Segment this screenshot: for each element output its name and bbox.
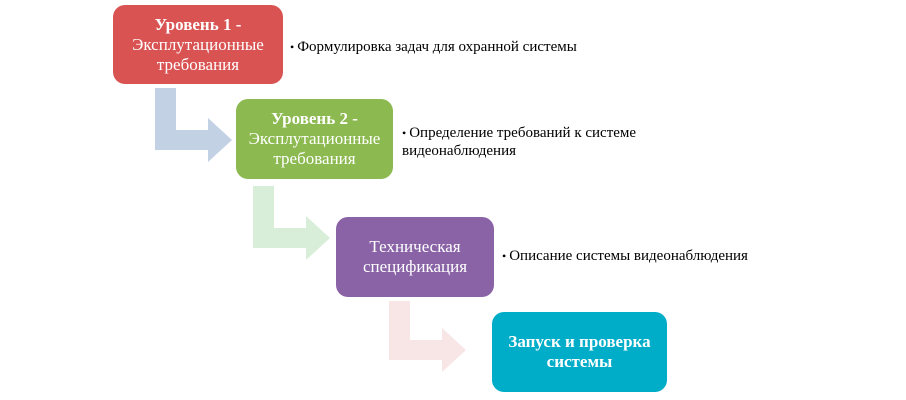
arrow-2-to-3: [253, 186, 330, 260]
step-4-box: Запуск и проверка системы: [492, 312, 667, 392]
step-1-title: Уровень 1 -: [154, 14, 242, 34]
step-4-title: Запуск и проверка системы: [508, 332, 651, 371]
bullet-icon: •: [502, 249, 507, 263]
step-1-box: Уровень 1 - Эксплутационные требования: [113, 5, 283, 84]
arrow-3-to-4: [389, 301, 466, 372]
bullet-icon: •: [402, 126, 407, 140]
step-2-subtitle: Эксплутационные требования: [248, 129, 381, 168]
step-1-subtitle: Эксплутационные требования: [132, 34, 264, 74]
step-2-note: •Определение требований к системе видеон…: [402, 124, 692, 160]
bullet-icon: •: [290, 40, 295, 54]
step-2-box: Уровень 2 - Эксплутационные требования: [236, 99, 393, 179]
step-2-note-text: Определение требований к системе видеона…: [402, 125, 637, 159]
step-1-note-text: Формулировка задач для охранной системы: [297, 39, 577, 55]
step-3-title: Техническая спецификация: [362, 237, 468, 276]
step-3-note: •Описание системы видеонаблюдения: [502, 247, 748, 265]
step-2-title: Уровень 2 -: [271, 109, 358, 128]
step-3-note-text: Описание системы видеонаблюдения: [509, 248, 748, 264]
step-1-note: •Формулировка задач для охранной системы: [290, 38, 577, 56]
arrow-1-to-2: [155, 88, 232, 162]
step-3-box: Техническая спецификация: [336, 217, 494, 297]
